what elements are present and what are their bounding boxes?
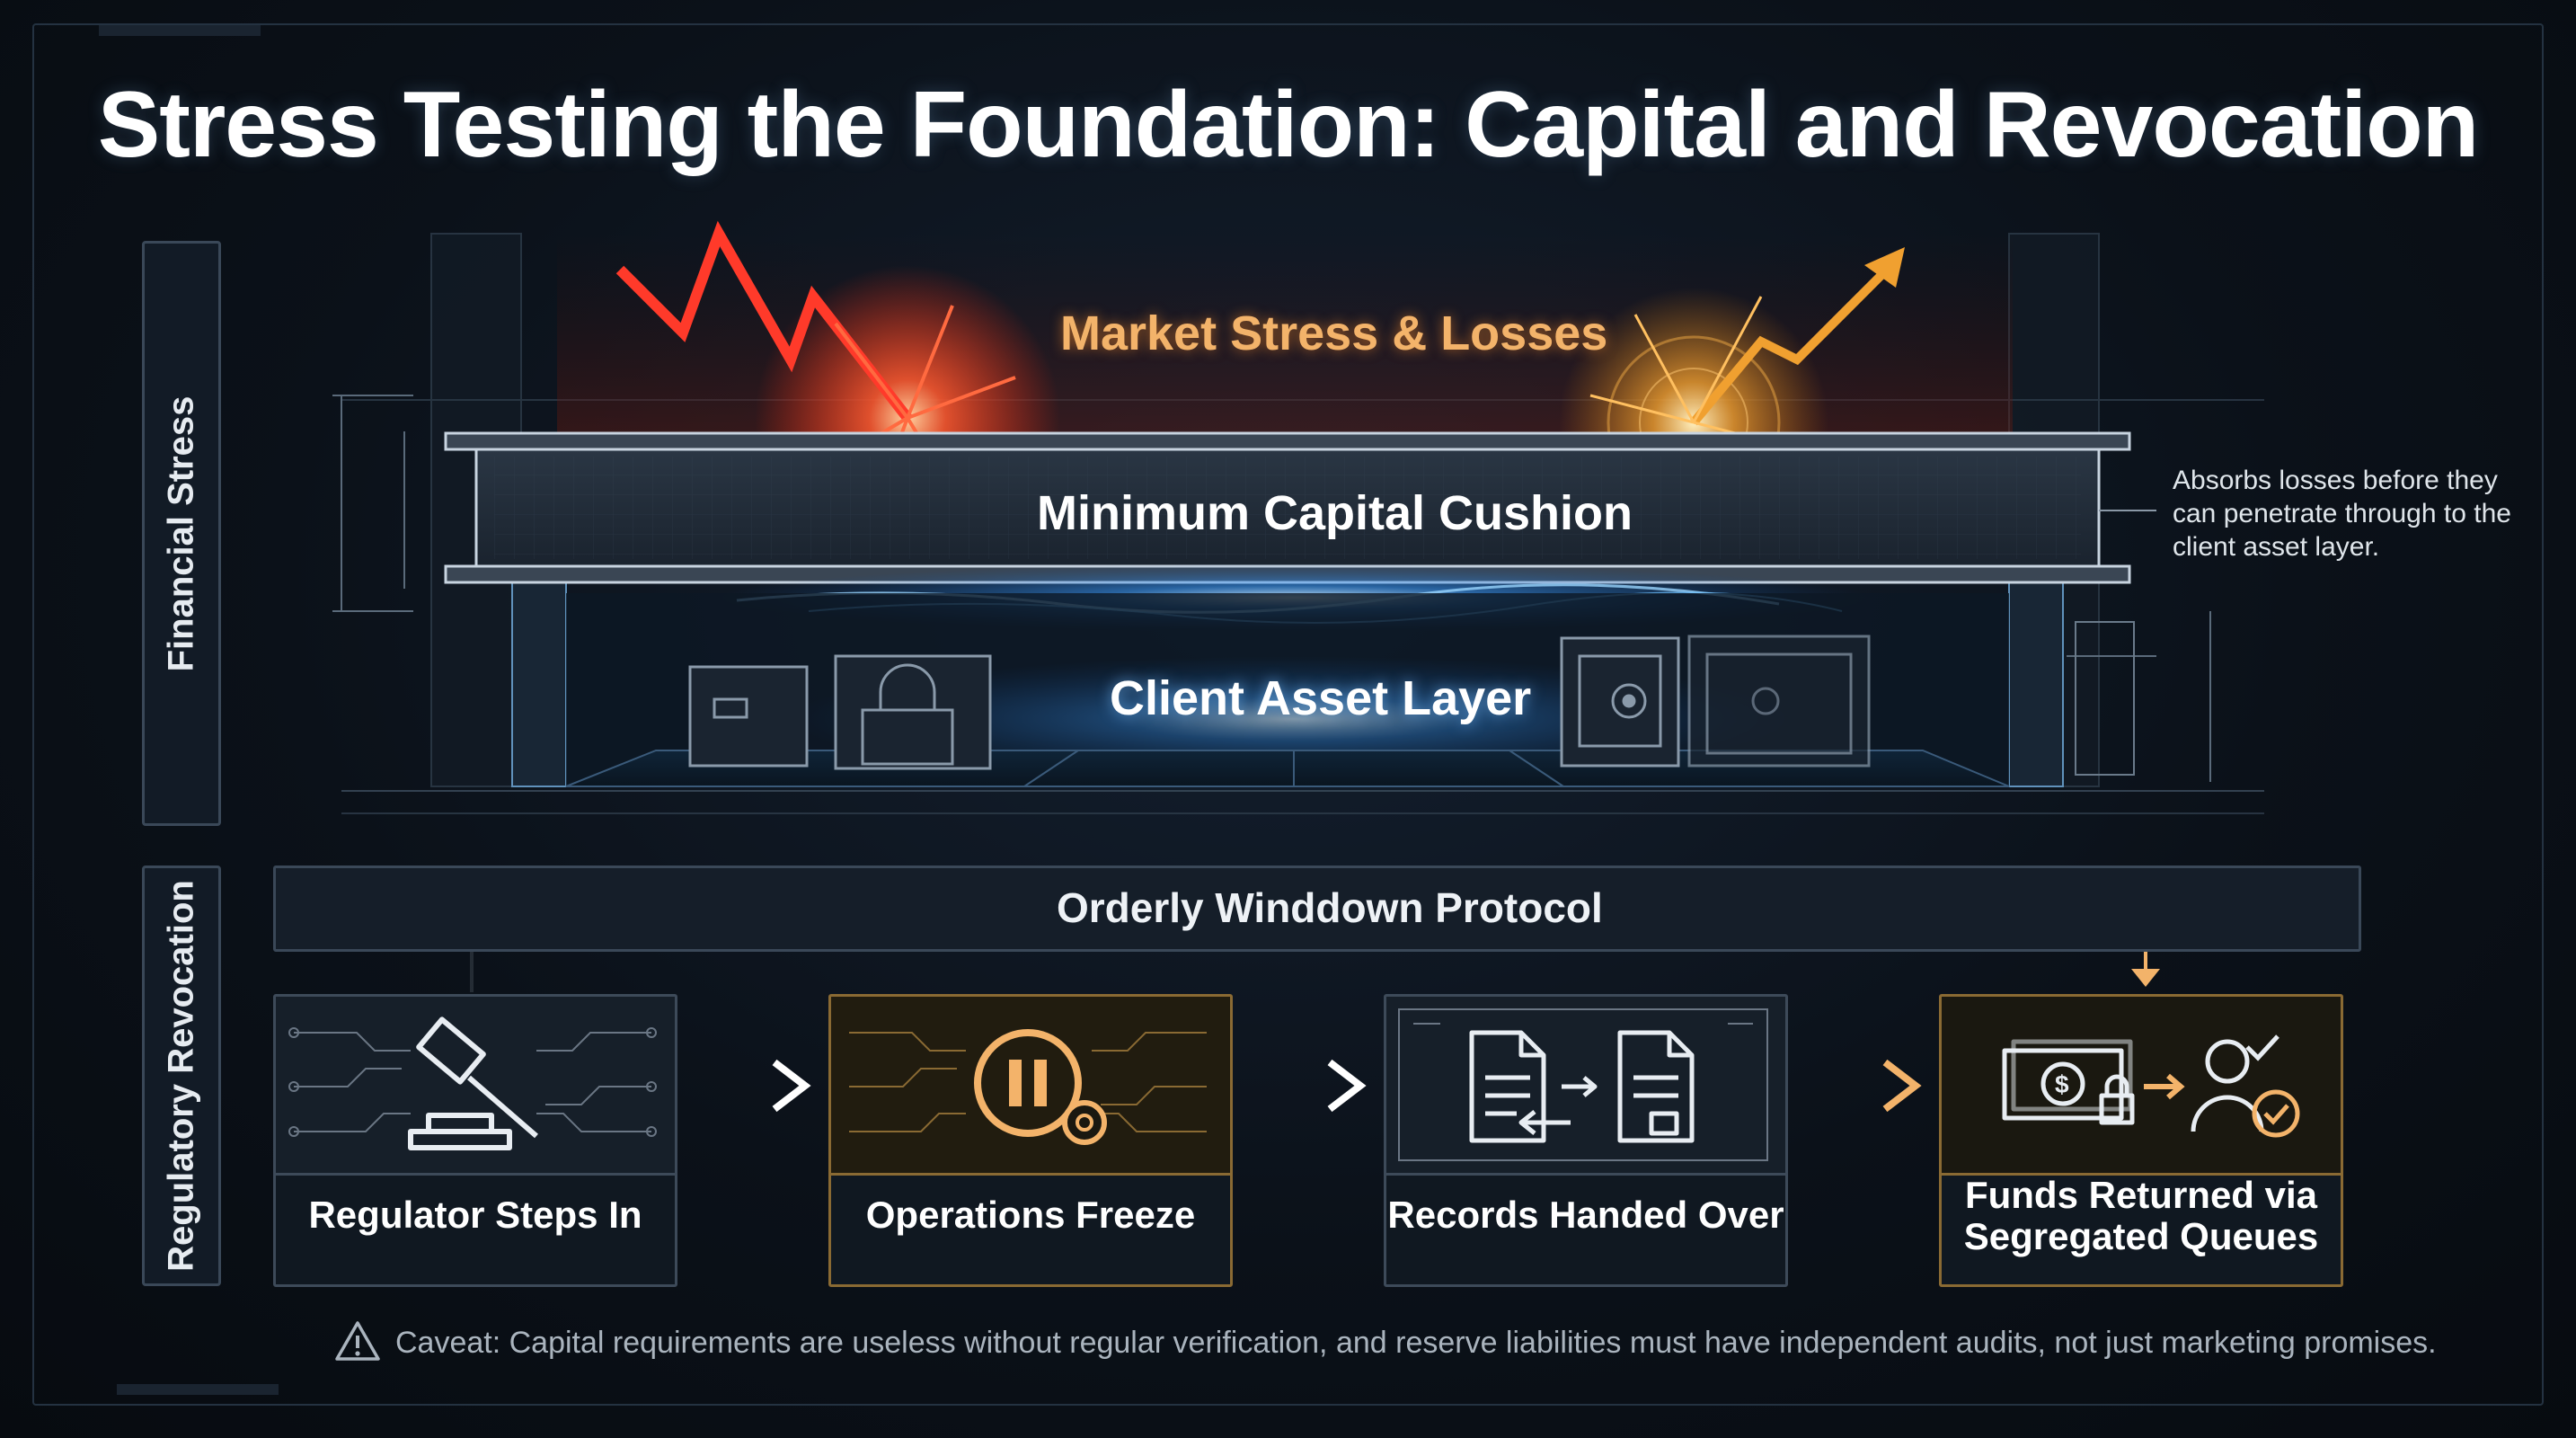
market-stress-label: Market Stress & Losses — [1060, 306, 1608, 360]
side-panel-financial-stress: Financial Stress — [142, 241, 221, 826]
step-icon-box: $ — [1942, 997, 2341, 1176]
frame-corner-top-left — [99, 25, 261, 36]
measure-guides-left — [332, 395, 413, 612]
step-arrow-1 — [692, 1059, 811, 1113]
capital-cushion-beam — [444, 431, 2131, 584]
step-card-records: Records Handed Over — [1384, 994, 1788, 1287]
pause-gear-icon — [849, 1029, 1207, 1145]
step-arrow-3 — [1802, 1059, 1922, 1113]
gavel-icon — [288, 1016, 657, 1150]
page-title: Stress Testing the Foundation: Capital a… — [97, 73, 2479, 177]
frame-corner-bottom-left — [117, 1384, 279, 1395]
capital-cushion-label: Minimum Capital Cushion — [1037, 486, 1633, 540]
asset-boxes-right — [1560, 635, 1871, 768]
document-transfer-icon — [1398, 1008, 1768, 1161]
step-card-funds: $ Funds Returned via Segregated Queues — [1939, 994, 2343, 1287]
step-icon-box — [831, 997, 1230, 1176]
side-label-financial-stress: Financial Stress — [161, 395, 201, 671]
step-icon-box — [276, 997, 675, 1176]
step-arrow-2 — [1247, 1059, 1367, 1113]
market-rise-line — [1690, 266, 1890, 426]
cushion-annotation: Absorbs losses before they can penetrate… — [2173, 466, 2511, 562]
measure-guides-right — [2067, 611, 2211, 782]
step-label-funds: Funds Returned via Segregated Queues — [1942, 1175, 2341, 1257]
caveat-text: Caveat: Capital requirements are useless… — [395, 1326, 2437, 1360]
client-asset-label: Client Asset Layer — [1110, 671, 1532, 725]
asset-boxes-left — [688, 654, 992, 770]
step-label-operations: Operations Freeze — [865, 1194, 1196, 1236]
step-card-operations: Operations Freeze — [828, 994, 1233, 1287]
outer-frame — [32, 23, 2544, 1406]
step-card-regulator: Regulator Steps In — [273, 994, 677, 1287]
side-panel-regulatory-revocation: Regulatory Revocation — [142, 865, 221, 1286]
step-label-records: Records Handed Over — [1387, 1194, 1784, 1236]
step-icon-box — [1386, 997, 1785, 1176]
warning-icon — [335, 1321, 380, 1361]
step-label-regulator: Regulator Steps In — [308, 1194, 642, 1236]
side-label-regulatory-revocation: Regulatory Revocation — [161, 880, 201, 1272]
svg-text:$: $ — [2055, 1070, 2069, 1098]
step-label-funds-line1: Funds Returned via — [1964, 1174, 2318, 1216]
protocol-label: Orderly Winddown Protocol — [1031, 883, 1628, 932]
funds-return-icon: $ — [2002, 1034, 2300, 1138]
market-drop-line — [615, 220, 912, 422]
step-label-funds-line2: Segregated Queues — [1963, 1215, 2319, 1257]
